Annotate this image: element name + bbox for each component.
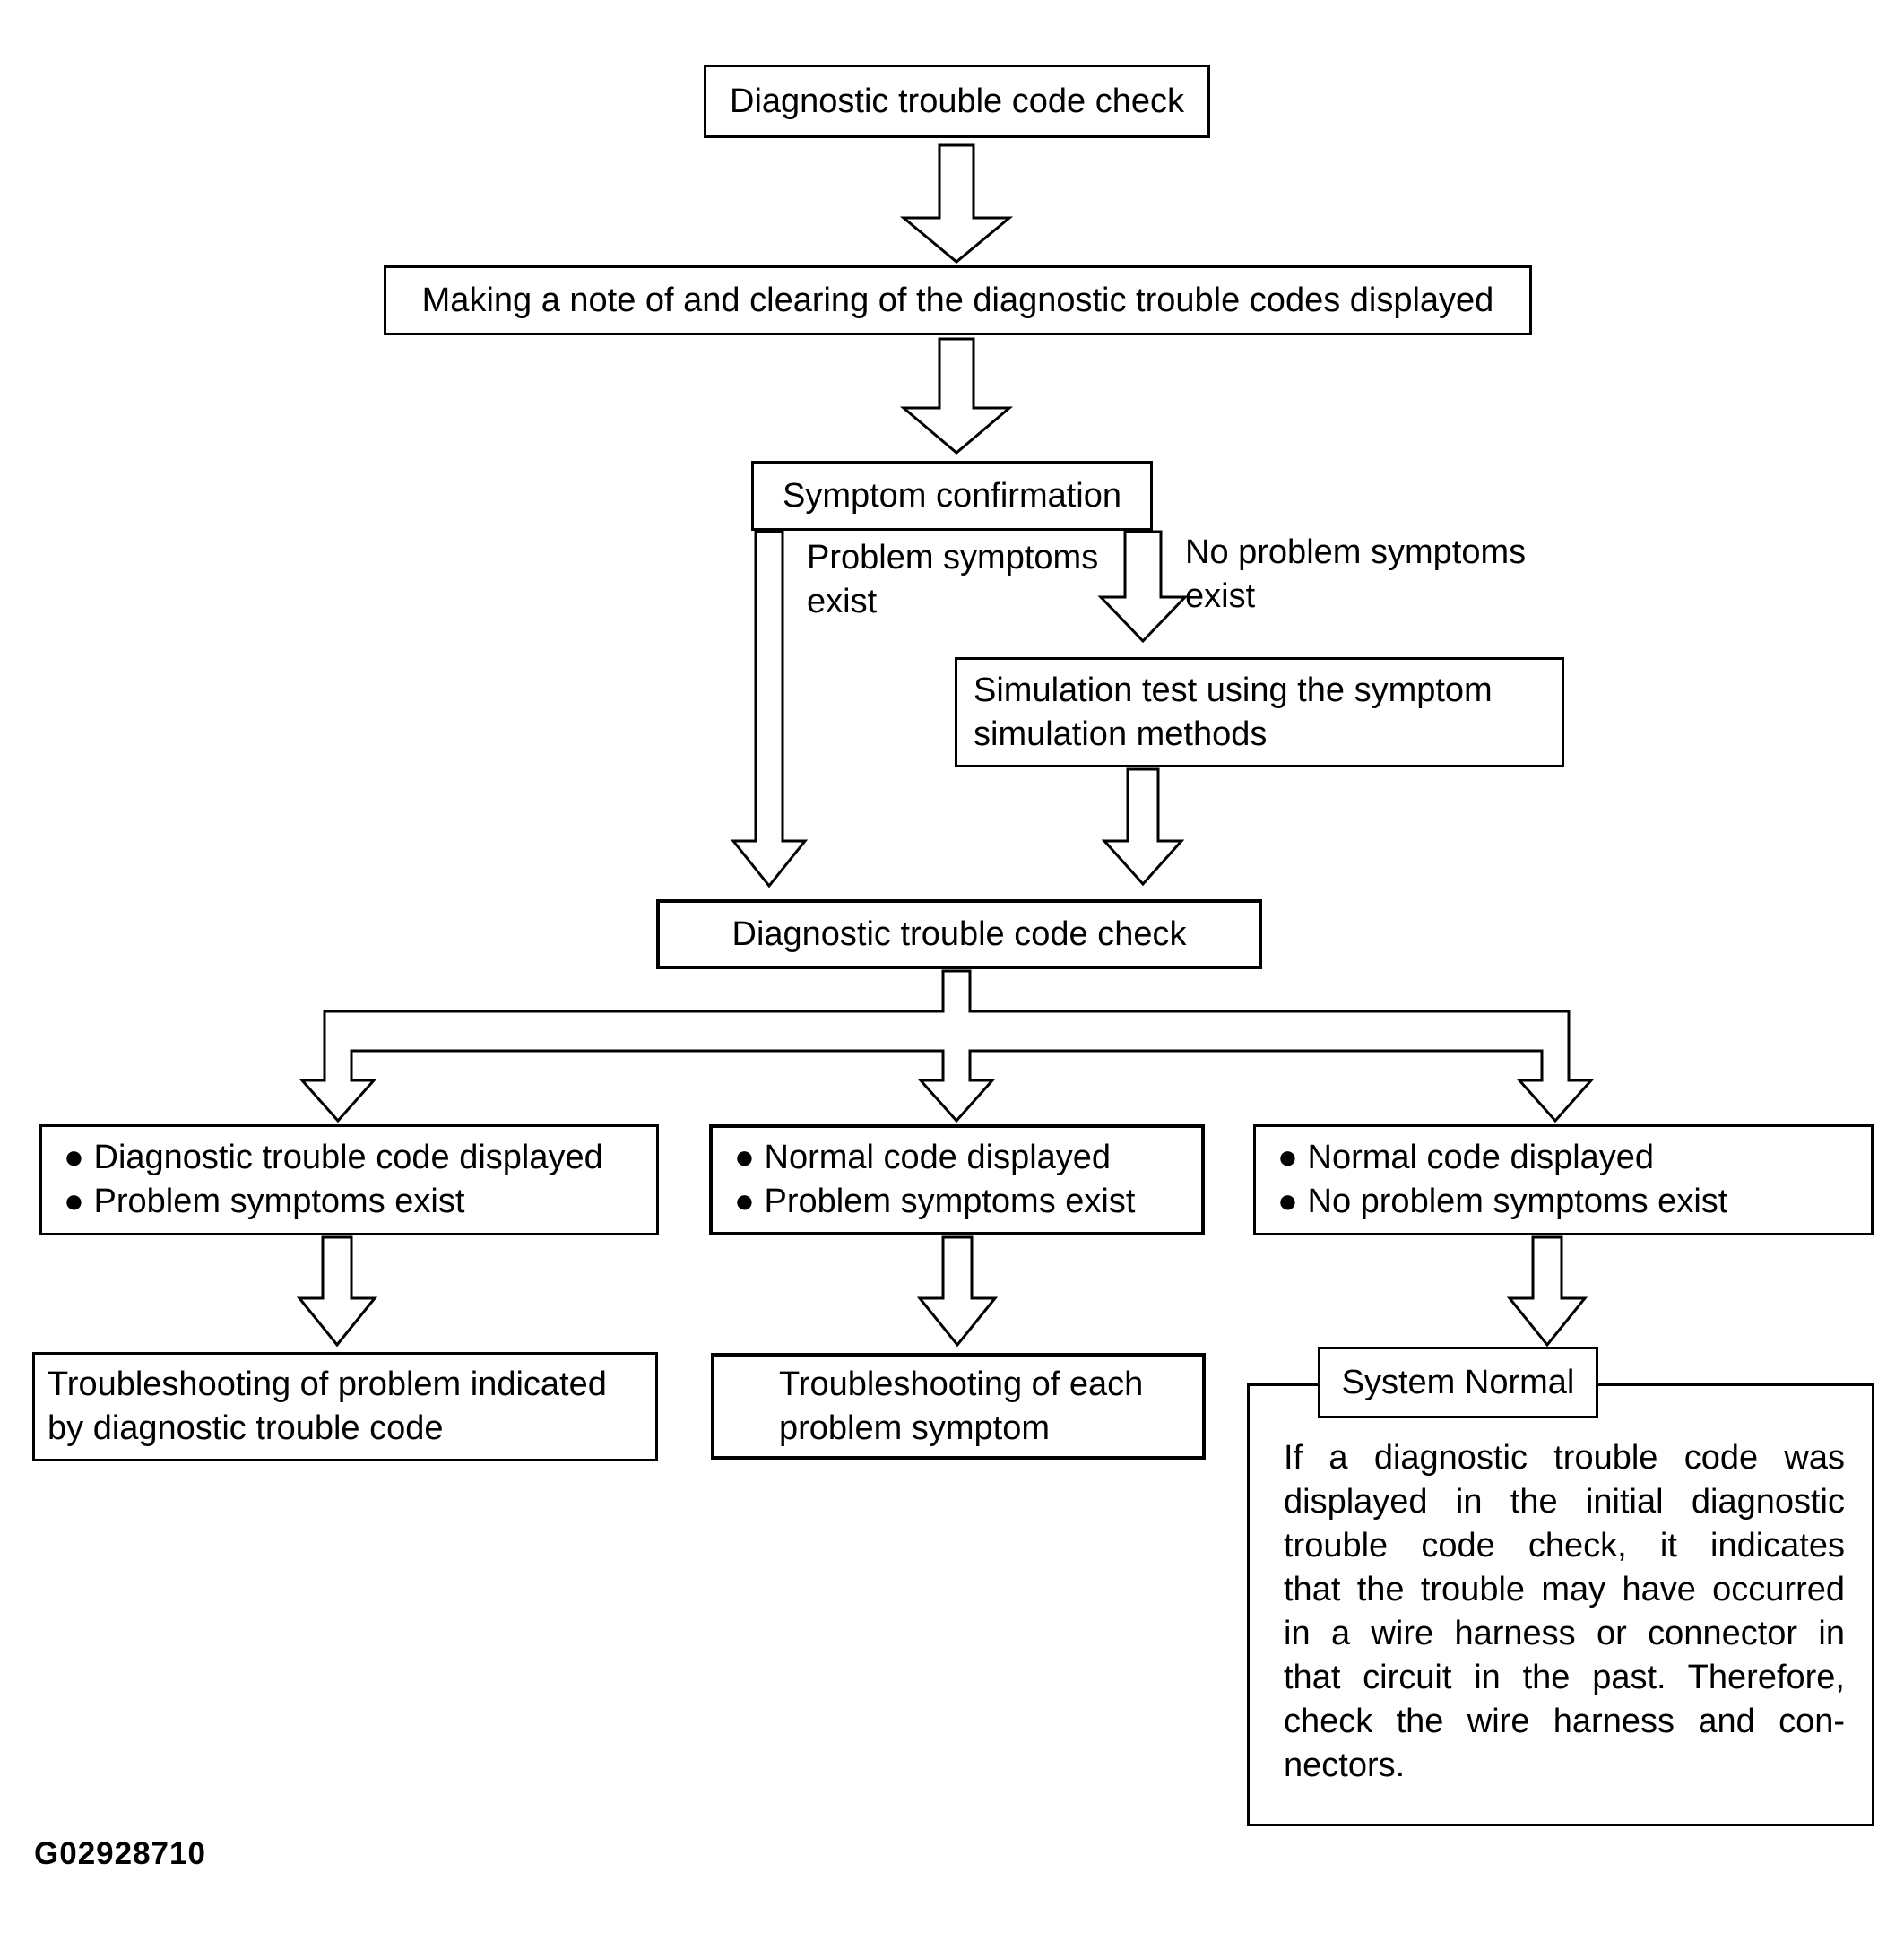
- box-troubleshoot-by-code: Troubleshooting of problem indicated by …: [32, 1352, 658, 1461]
- note-line: If a diagnostic trouble code was: [1284, 1439, 1845, 1477]
- box-simulation-test-label: Simulation test using the symptom simula…: [974, 671, 1493, 753]
- box-symptom-confirmation-label: Symptom confirmation: [782, 476, 1121, 515]
- box-troubleshoot-each-symptom-label: Troubleshooting of each problem symptom: [779, 1365, 1144, 1447]
- box-outcome-normal-code-no-problem: ● Normal code displayed ● No problem symp…: [1253, 1124, 1874, 1235]
- box-diagnostic-trouble-code-check-1-label: Diagnostic trouble code check: [730, 82, 1184, 120]
- arrow-three-way-split: [299, 969, 1595, 1123]
- arrow-outcome-left-to-action: [296, 1235, 378, 1348]
- box-note-and-clear-codes: Making a note of and clearing of the dia…: [384, 265, 1532, 335]
- box-diagnostic-trouble-code-check-2: Diagnostic trouble code check: [656, 899, 1262, 969]
- box-system-normal-title: System Normal: [1318, 1347, 1598, 1418]
- arrow-outcome-right-to-system-normal: [1506, 1235, 1588, 1348]
- arrow-simulation-to-step4: [1101, 767, 1185, 887]
- outcome-line: ● Problem symptoms exist: [64, 1183, 465, 1220]
- note-line: in a wire harness or connector in: [1284, 1615, 1845, 1652]
- box-note-and-clear-codes-label: Making a note of and clearing of the dia…: [421, 281, 1494, 319]
- outcome-line: ● Normal code displayed: [734, 1139, 1112, 1176]
- label-problem-symptoms-exist: Problem symptoms exist: [807, 539, 1099, 620]
- note-line: trouble code check, it indicates: [1284, 1527, 1845, 1565]
- box-system-normal-title-label: System Normal: [1341, 1363, 1575, 1401]
- label-no-problem-symptoms-exist: No problem symptoms exist: [1185, 533, 1527, 615]
- box-troubleshoot-by-code-label: Troubleshooting of problem indicated by …: [48, 1365, 607, 1447]
- note-line: that circuit in the past. Therefore,: [1284, 1659, 1845, 1696]
- arrow-branch-no-problem: [1097, 530, 1189, 644]
- outcome-line: ● Diagnostic trouble code displayed: [64, 1139, 603, 1176]
- outcome-line: ● Problem symptoms exist: [734, 1183, 1136, 1220]
- outcome-line: ● No problem symptoms exist: [1277, 1183, 1728, 1220]
- box-diagnostic-trouble-code-check-2-label: Diagnostic trouble code check: [731, 914, 1187, 953]
- box-troubleshoot-each-symptom: Troubleshooting of each problem symptom: [711, 1353, 1206, 1460]
- note-line: displayed in the initial diagnostic: [1284, 1483, 1845, 1521]
- figure-code: G02928710: [34, 1836, 206, 1871]
- arrow-step1-to-step2: [899, 143, 1014, 264]
- note-line: check the wire harness and con-: [1284, 1703, 1845, 1740]
- outcome-line: ● Normal code displayed: [1277, 1139, 1655, 1176]
- arrow-branch-problem: [730, 530, 809, 888]
- box-simulation-test: Simulation test using the symptom simula…: [955, 657, 1564, 767]
- box-symptom-confirmation: Symptom confirmation: [751, 461, 1153, 531]
- arrow-step2-to-step3: [899, 337, 1014, 455]
- box-outcome-normal-code-problem: ● Normal code displayed ● Problem symptom…: [709, 1124, 1205, 1235]
- box-outcome-dtc-displayed: ● Diagnostic trouble code displayed ● Pro…: [39, 1124, 659, 1235]
- note-line: that the trouble may have occurred: [1284, 1571, 1845, 1608]
- arrow-outcome-middle-to-action: [916, 1235, 999, 1348]
- box-diagnostic-trouble-code-check-1: Diagnostic trouble code check: [704, 65, 1210, 138]
- box-system-normal-note: If a diagnostic trouble code was displaye…: [1247, 1383, 1874, 1826]
- note-line: nectors.: [1284, 1747, 1406, 1784]
